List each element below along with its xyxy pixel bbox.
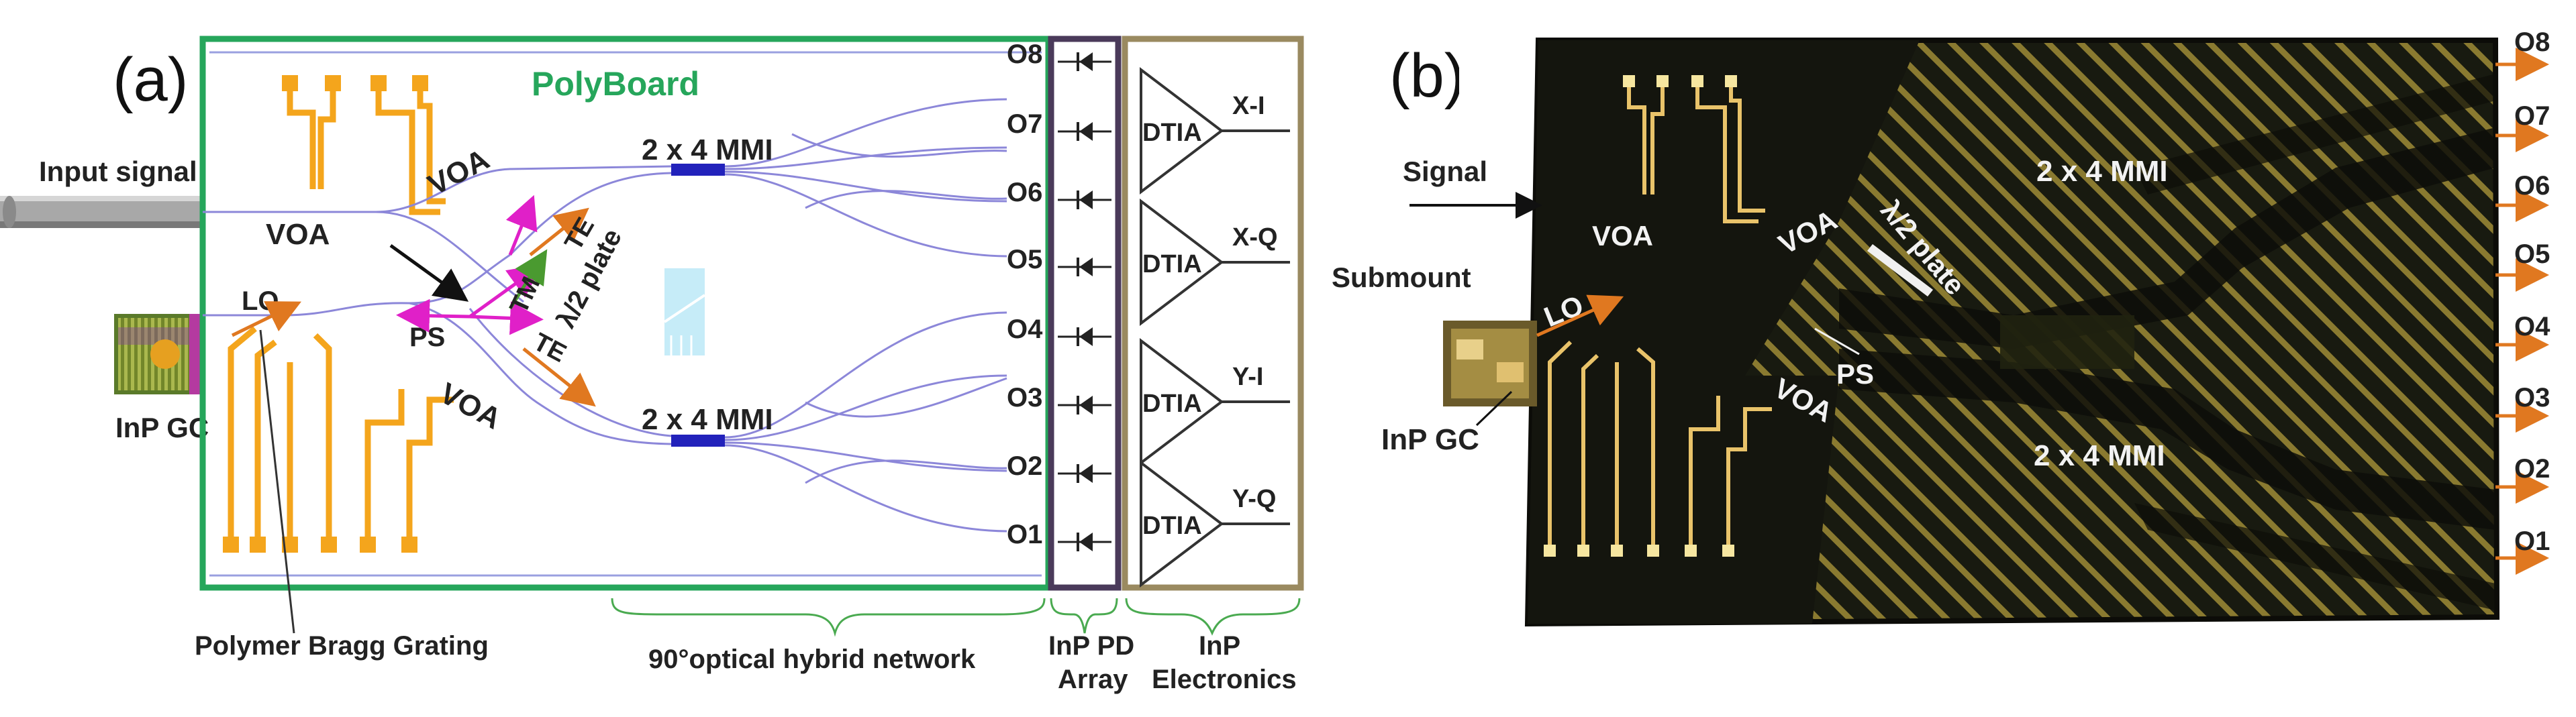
output-label: O7 [1007,109,1042,139]
photodiode-icon [1058,533,1111,551]
svg-text:Y-I: Y-I [1232,363,1263,391]
hybrid-network-label: 90°optical hybrid network [648,645,976,674]
svg-text:X-Q: X-Q [1232,223,1278,252]
mmi-top-block [671,164,725,176]
photodiode-icon [1058,396,1111,415]
bragg-grating-label: Polymer Bragg Grating [195,631,489,661]
output-label: O4 [2514,312,2550,341]
photodiode-icon [1058,464,1111,483]
pol-arrow-right [469,301,544,335]
input-signal-label: Input signal [39,156,197,187]
output-label: O2 [2514,454,2550,484]
pd-brace [1050,598,1118,634]
photo-electrodes-top [1623,75,1765,223]
dtia-block: DTIA Y-Q [1140,459,1290,588]
output-label: O4 [1007,315,1043,344]
ps-arrow [389,243,469,302]
inp-gc-chip [114,314,200,394]
output-labels-b: O8 O7 O6 O5 O4 O3 O2 O1 [2514,27,2550,556]
photodiode-icon [1058,258,1111,276]
output-labels-a: O8 O7 O6 O5 O4 O3 O2 O1 [1007,40,1043,549]
photodiode-icon [1058,190,1111,209]
output-label: O3 [2514,383,2550,412]
grating-element-icon [663,268,706,355]
output-label: O8 [1007,40,1042,69]
te-arrow-bottom [522,347,596,407]
svg-text:DTIA: DTIA [1142,512,1202,540]
electrodes-bottom [223,326,454,553]
dtia-block: DTIA Y-I [1140,337,1290,466]
mmi-bottom-block [671,435,725,447]
ps-label: PS [409,323,445,352]
photodiode-icon [1058,122,1111,141]
svg-text:X-I: X-I [1232,92,1265,120]
pol-arrow-left [396,298,470,333]
dtia-block: DTIA X-Q [1140,198,1290,327]
electronics-label-line1: InP [1199,631,1240,661]
voa-input-label: VOA [266,218,330,251]
signal-label: Signal [1403,156,1487,187]
output-label: O6 [2514,171,2550,201]
ps-label-b: PS [1836,358,1874,390]
inp-gc-label-b: InP GC [1381,423,1479,456]
bragg-pointer [259,329,295,634]
mmi-top-label: 2 x 4 MMI [642,133,773,166]
panel-a-label: (a) [113,46,188,114]
electrodes-top [282,75,446,215]
voa-top-label: VOA [423,143,495,202]
panel-b-label: (b) [1389,42,1465,110]
voa-bottom-label: VOA [434,377,506,436]
electronics-box [1122,36,1304,591]
inp-gc-label: InP GC [115,412,209,443]
polyboard-label: PolyBoard [532,65,699,103]
mmi-bottom-label-b: 2 x 4 MMI [2034,439,2165,472]
panel-b: (b) [1332,27,2550,641]
pd-array-label-line1: InP PD [1048,631,1134,661]
gc-pointer [1475,390,1513,427]
output-label: O5 [1007,245,1042,274]
voa-left-label: VOA [1592,220,1653,252]
photodiode-array [1058,52,1111,551]
mmi-bottom-label: 2 x 4 MMI [642,403,773,436]
photodiode-icon [1058,327,1111,346]
output-label: O2 [1007,451,1042,481]
electronics-brace [1125,598,1301,636]
output-label: O7 [2514,101,2550,131]
pd-array-label-line2: Array [1058,665,1128,694]
lo-arrow-b [1536,294,1624,337]
panel-a: (a) Input signal InP GC PolyBoard [0,36,1304,694]
svg-text:DTIA: DTIA [1142,119,1202,147]
tm-label: TM [505,272,546,317]
te-arrow-top [529,207,589,256]
output-label: O1 [1007,520,1042,549]
dtia-block: DTIA X-I [1140,66,1290,195]
hybrid-brace [611,598,1046,637]
mmi-top-label-b: 2 x 4 MMI [2036,155,2168,188]
lo-label: LO [242,286,279,316]
output-label: O5 [2514,239,2550,269]
electronics-label-line2: Electronics [1152,665,1297,694]
input-fiber [0,196,201,228]
output-label: O1 [2514,527,2550,556]
svg-text:DTIA: DTIA [1142,250,1202,278]
svg-text:DTIA: DTIA [1142,390,1202,418]
photo-electrodes-bottom [1544,340,1772,557]
submount-label: Submount [1332,262,1471,293]
output-label: O8 [2514,27,2550,57]
te-bottom-label: TE [529,328,571,368]
lo-arrow [231,301,301,337]
ps-pointer [1814,327,1860,355]
svg-text:Y-Q: Y-Q [1232,485,1276,513]
pol-arrow-up [505,195,538,256]
output-label: O6 [1007,178,1042,207]
output-label: O3 [1007,383,1042,412]
photodiode-icon [1058,52,1111,71]
chip-photo [1443,27,2510,641]
dtia-array: DTIA X-I DTIA X-Q DTIA Y-I DTIA Y-Q [1140,66,1290,588]
output-arrows-b [2495,48,2549,575]
tm-arrow [508,249,548,310]
pd-array-box [1048,36,1122,591]
